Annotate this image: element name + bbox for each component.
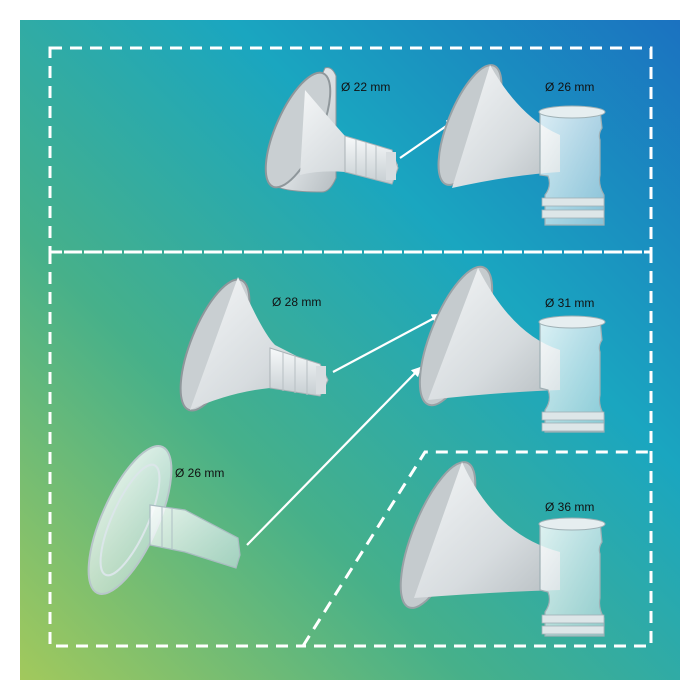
arrow-clear26-to-31	[246, 366, 422, 546]
clear-flange-26mm	[87, 445, 241, 595]
label-diameter-28: Ø 28 mm	[272, 295, 322, 309]
flange-28mm-insert	[179, 277, 329, 412]
label-diameter-26-clear: Ø 26 mm	[175, 466, 225, 480]
breastshield-31mm	[418, 265, 606, 433]
label-diameter-26-top: Ø 26 mm	[545, 80, 595, 94]
frame-middle-group	[48, 250, 653, 648]
breastshield-26mm	[437, 64, 606, 226]
flange-22mm-insert	[264, 67, 399, 193]
label-diameter-36: Ø 36 mm	[545, 500, 595, 514]
label-diameter-31: Ø 31 mm	[545, 296, 595, 310]
frame-bottom-right-group	[301, 450, 651, 647]
arrow-28-to-31	[332, 314, 442, 373]
label-diameter-22: Ø 22 mm	[341, 80, 391, 94]
group-frames	[48, 46, 653, 648]
breastshield-36mm	[399, 461, 606, 637]
